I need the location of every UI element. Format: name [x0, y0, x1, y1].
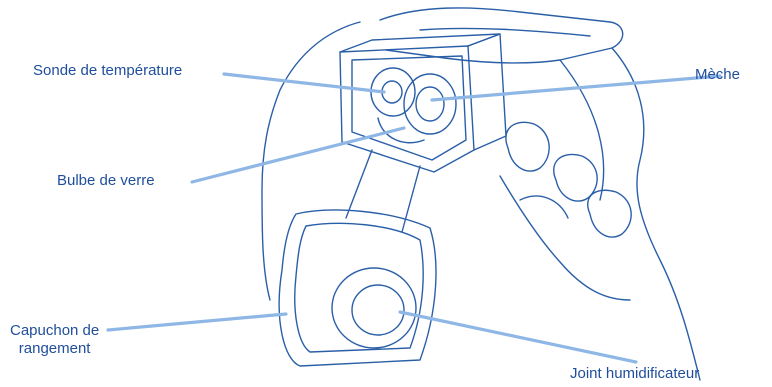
label-wick: Mèche: [695, 66, 740, 84]
sensor-head-outer: [340, 46, 474, 172]
neck-right: [402, 166, 420, 232]
arrow-sonde: [224, 74, 384, 92]
finger-3: [588, 190, 631, 237]
hand-outline-right: [612, 48, 700, 380]
label-glass-bulb: Bulbe de verre: [57, 172, 155, 190]
label-storage-cap: Capuchon de rangement: [10, 322, 99, 358]
top-strap-inner: [420, 28, 590, 36]
finger-1: [506, 122, 549, 171]
wick-inner: [416, 87, 444, 121]
finger-base: [500, 176, 630, 300]
arrow-joint: [400, 312, 636, 362]
storage-cap-inner: [295, 223, 423, 352]
finger-2: [554, 154, 597, 201]
label-humidifier-seal: Joint humidificateur: [570, 365, 699, 383]
arrow-meche: [432, 76, 720, 100]
label-temperature-probe: Sonde de température: [33, 62, 182, 80]
finger-joint: [520, 196, 568, 218]
line-drawing: [262, 8, 700, 380]
sensor-head-side: [468, 34, 506, 150]
arrow-bulbe: [192, 128, 404, 182]
humidifier-seal: [352, 285, 404, 335]
neck-left: [346, 150, 372, 218]
arrow-capuchon: [108, 314, 286, 330]
